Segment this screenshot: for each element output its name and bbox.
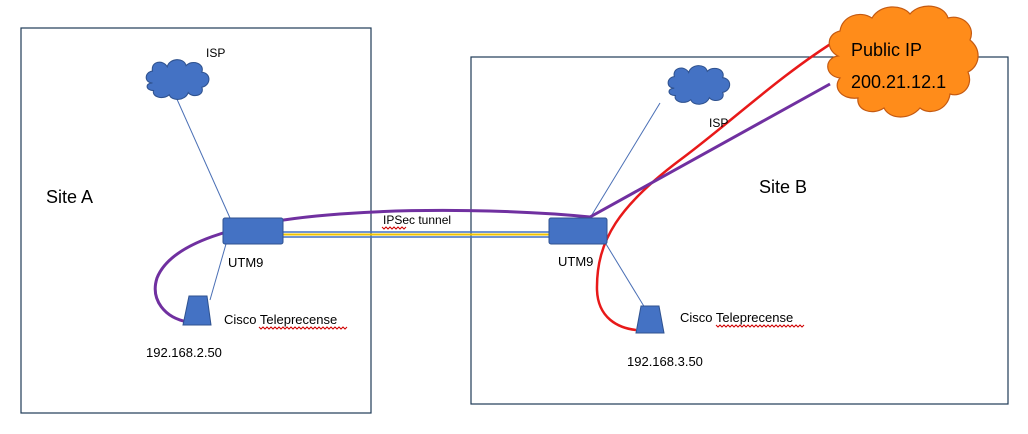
spellcheck-squiggle: [715, 324, 805, 328]
site-a-telepresence-icon: [182, 295, 212, 326]
site-b-endpoint-label: Cisco Teleprecense: [680, 310, 793, 325]
site-a-endpoint-label: Cisco Teleprecense: [224, 312, 337, 327]
site-b-isp-cloud-icon: [667, 65, 731, 105]
site-b-firewall-label: UTM9: [558, 254, 593, 269]
site-a-endpoint-ip: 192.168.2.50: [146, 345, 222, 360]
site-b-box: [470, 56, 1009, 405]
ipsec-tunnel: [283, 231, 549, 238]
site-a-isp-cloud-icon: [145, 59, 210, 100]
site-a-isp-label: ISP: [206, 46, 225, 60]
site-a-label: Site A: [46, 187, 93, 207]
site-b-endpoint-link: [605, 243, 646, 309]
site-a-firewall-icon: [222, 217, 284, 245]
site-b-endpoint-ip: 192.168.3.50: [627, 354, 703, 369]
site-b-firewall-icon: [548, 217, 608, 245]
public-ip-line2: 200.21.12.1: [851, 72, 946, 92]
spellcheck-squiggle: [258, 326, 348, 330]
site-b-isp-label: ISP: [709, 116, 728, 130]
site-a-firewall-label: UTM9: [228, 255, 263, 270]
spellcheck-squiggle: [381, 226, 407, 230]
site-b-isp-link: [589, 102, 661, 219]
site-a-endpoint-link: [209, 243, 227, 301]
site-b-telepresence-icon: [635, 305, 665, 334]
purple-path: [153, 82, 831, 324]
public-ip-line1: Public IP: [851, 40, 922, 60]
red-path: [595, 36, 841, 332]
site-a-isp-link: [175, 96, 231, 219]
public-ip-cloud-icon: [827, 5, 979, 118]
site-a-box: [20, 27, 372, 414]
site-b-label: Site B: [759, 177, 807, 197]
tunnel-label: IPSec tunnel: [383, 213, 451, 227]
